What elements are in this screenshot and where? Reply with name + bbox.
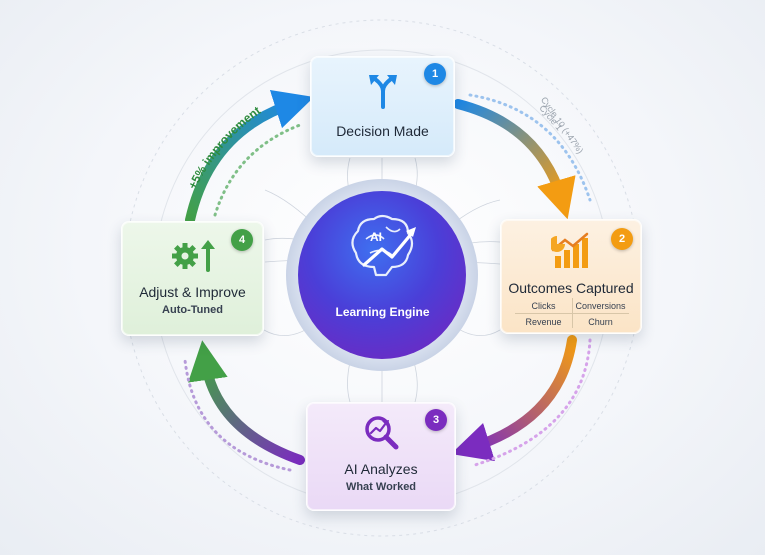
arrow-analyzes-to-adjust [188,340,305,465]
metric-revenue: Revenue [525,317,562,327]
improvement-label-path: +5% improvement [185,103,263,191]
metrics-divider-v [572,298,573,328]
bar-chart-icon [551,232,589,268]
step-3-badge: 3 [425,409,447,431]
step-1-title: Decision Made [336,123,429,139]
ai-brain-icon [351,214,416,277]
gear-up-icon [172,240,215,272]
step-4-title: Adjust & Improve [139,284,246,300]
step-1-badge: 1 [424,63,446,85]
metric-conversions: Conversions [575,301,626,311]
step-3-title: AI Analyzes [344,461,418,477]
step-outcomes-captured-card[interactable]: 2 Outcomes Captured Clicks Conversions R… [500,219,642,334]
dotted-trail-bottom-right [473,338,592,467]
dotted-trail-top-left [213,123,302,217]
step-4-badge: 4 [231,229,253,251]
step-2-title: Outcomes Captured [508,280,634,296]
magnify-chart-icon [365,416,399,450]
step-decision-made-card[interactable]: 1 Decision Made [310,56,455,157]
improvement-label: +5% improvement [185,103,263,191]
ai-brain-text: AI [370,230,382,244]
metric-churn: Churn [588,317,613,327]
arrow-adjust-to-decision [185,90,315,225]
step-adjust-improve-card[interactable]: 4 Adjust & Improve Auto-Tuned [121,221,264,336]
step-3-subtitle: What Worked [345,481,417,493]
metric-clicks: Clicks [531,301,556,311]
dotted-trail-top-right [468,93,592,202]
step-ai-analyzes-card[interactable]: 3 AI Analyzes What Worked [306,402,456,511]
step-2-badge: 2 [611,228,633,250]
dotted-trail-bottom-left [183,358,292,472]
arrow-decision-to-outcomes [453,99,576,220]
step-4-subtitle: Auto-Tuned [162,304,223,316]
learning-engine-label: Learning Engine [335,305,430,319]
fork-arrow-icon [369,75,397,109]
arrow-outcomes-to-analyzes [450,335,577,462]
metrics-grid: Clicks Conversions Revenue Churn [515,298,629,328]
